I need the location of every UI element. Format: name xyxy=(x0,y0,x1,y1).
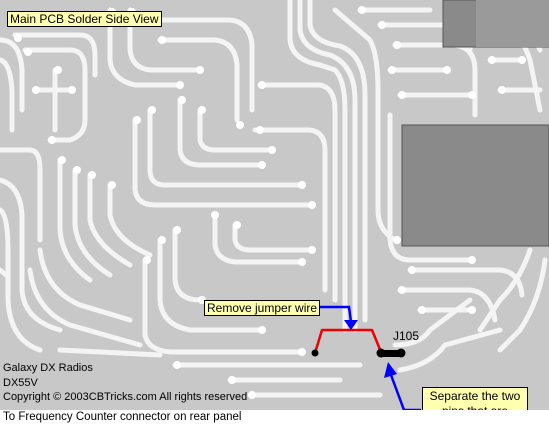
pin-right xyxy=(396,348,406,358)
brand-text: Galaxy DX Radios xyxy=(3,362,93,374)
jumper-hole-left xyxy=(311,349,319,357)
pcb-solder-side-diagram xyxy=(0,0,549,410)
separate-arrow-head xyxy=(384,362,397,378)
soldered-pins-j105 xyxy=(380,350,402,357)
remove-jumper-callout: Remove jumper wire xyxy=(204,300,321,316)
jumper-label: J105 xyxy=(393,329,420,343)
shield-block-top-right-inner xyxy=(476,0,549,47)
diagram-title: Main PCB Solder Side View xyxy=(7,11,162,27)
separate-arrow-line xyxy=(389,374,421,410)
pin-left xyxy=(376,348,386,358)
solder-pads xyxy=(14,6,526,399)
footer-note: To Frequency Counter connector on rear p… xyxy=(3,411,242,423)
remove-arrow-line xyxy=(320,305,353,323)
remove-arrow-head xyxy=(344,320,358,330)
jumper-wire xyxy=(313,328,383,354)
footer: To Frequency Counter connector on rear p… xyxy=(0,410,549,438)
shield-block-right xyxy=(401,124,549,247)
copyright-text: Copyright © 2003CBTricks.com All rights … xyxy=(3,391,248,403)
copper-traces xyxy=(0,0,548,398)
model-text: DX55V xyxy=(3,377,38,389)
